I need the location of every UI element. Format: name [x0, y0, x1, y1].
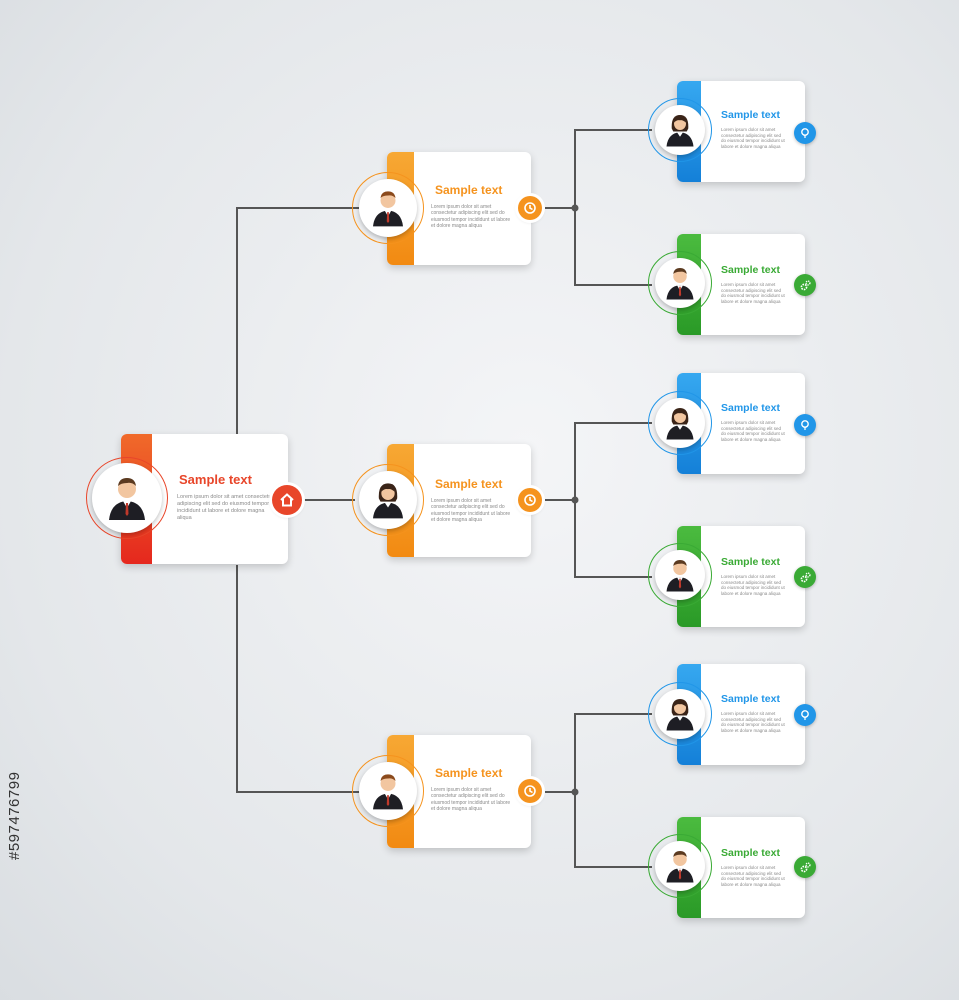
level2-badge — [518, 779, 542, 803]
level3-avatar-ring — [648, 391, 712, 455]
connector-root-top — [236, 207, 360, 435]
level3-avatar — [655, 689, 705, 739]
root-avatar-ring — [86, 457, 168, 539]
level3-card-body: Lorem ipsum dolor sit amet consectetur a… — [721, 574, 785, 596]
level2-avatar — [359, 179, 417, 237]
gears-icon — [800, 861, 811, 872]
level2-avatar-ring — [352, 172, 424, 244]
level3-card-title: Sample text — [721, 402, 780, 414]
male-avatar-icon — [666, 560, 694, 592]
junction-dot — [571, 204, 579, 212]
level2-avatar — [359, 762, 417, 820]
level3-avatar-ring — [648, 251, 712, 315]
male-avatar-icon — [373, 774, 403, 810]
level3-avatar-ring — [648, 98, 712, 162]
female-avatar-icon — [666, 699, 694, 731]
junction-dot — [571, 788, 579, 796]
connector-b2-v — [574, 422, 652, 578]
clock-icon — [524, 202, 536, 214]
level3-avatar — [655, 550, 705, 600]
level3-avatar-ring — [648, 834, 712, 898]
level3-card-body: Lorem ipsum dolor sit amet consectetur a… — [721, 127, 785, 149]
level2-card-title: Sample text — [435, 766, 503, 780]
house-icon — [280, 493, 294, 507]
clock-icon — [524, 494, 536, 506]
male-avatar-icon — [109, 478, 145, 520]
male-avatar-icon — [666, 851, 694, 883]
female-avatar-icon — [666, 115, 694, 147]
level3-card: Sample text Lorem ipsum dolor sit amet c… — [677, 526, 805, 627]
root-card-body: Lorem ipsum dolor sit amet consectetur a… — [177, 494, 274, 521]
level2-card-title: Sample text — [435, 477, 503, 491]
male-avatar-icon — [666, 268, 694, 300]
level2-avatar-ring — [352, 755, 424, 827]
level2-avatar — [359, 471, 417, 529]
level3-avatar — [655, 398, 705, 448]
lightbulb-icon — [801, 420, 809, 430]
lightbulb-icon — [801, 128, 809, 138]
level3-badge — [794, 414, 816, 436]
connector-root-bottom — [236, 565, 360, 793]
level3-badge — [794, 856, 816, 878]
gears-icon — [800, 571, 811, 582]
level3-avatar — [655, 258, 705, 308]
level3-badge — [794, 704, 816, 726]
level2-card-title: Sample text — [435, 183, 503, 197]
female-avatar-icon — [373, 483, 403, 519]
lightbulb-icon — [801, 710, 809, 720]
level2-badge — [518, 488, 542, 512]
level3-badge — [794, 274, 816, 296]
level3-card-title: Sample text — [721, 109, 780, 121]
root-avatar — [92, 463, 162, 533]
level3-card-body: Lorem ipsum dolor sit amet consectetur a… — [721, 865, 785, 887]
level3-avatar — [655, 105, 705, 155]
root-badge — [272, 485, 302, 515]
level3-avatar-ring — [648, 543, 712, 607]
level3-card-body: Lorem ipsum dolor sit amet consectetur a… — [721, 420, 785, 442]
level2-avatar-ring — [352, 464, 424, 536]
gears-icon — [800, 279, 811, 290]
level2-card-body: Lorem ipsum dolor sit amet consectetur a… — [431, 787, 511, 812]
level3-card-body: Lorem ipsum dolor sit amet consectetur a… — [721, 711, 785, 733]
junction-dot — [571, 496, 579, 504]
level3-card-body: Lorem ipsum dolor sit amet consectetur a… — [721, 282, 785, 304]
level2-card-body: Lorem ipsum dolor sit amet consectetur a… — [431, 204, 511, 229]
connector-b1-v — [574, 129, 652, 286]
level3-avatar-ring — [648, 682, 712, 746]
level3-card-title: Sample text — [721, 264, 780, 276]
level3-badge — [794, 566, 816, 588]
level3-card-title: Sample text — [721, 847, 780, 859]
level3-card-title: Sample text — [721, 556, 780, 568]
level2-badge — [518, 196, 542, 220]
female-avatar-icon — [666, 408, 694, 440]
male-avatar-icon — [373, 191, 403, 227]
level3-card-title: Sample text — [721, 693, 780, 705]
level3-avatar — [655, 841, 705, 891]
connector-b3-v — [574, 713, 652, 868]
level2-card-body: Lorem ipsum dolor sit amet consectetur a… — [431, 498, 511, 523]
root-card-title: Sample text — [179, 472, 252, 487]
clock-icon — [524, 785, 536, 797]
level3-badge — [794, 122, 816, 144]
stock-id-label: #597476799 — [6, 771, 23, 860]
